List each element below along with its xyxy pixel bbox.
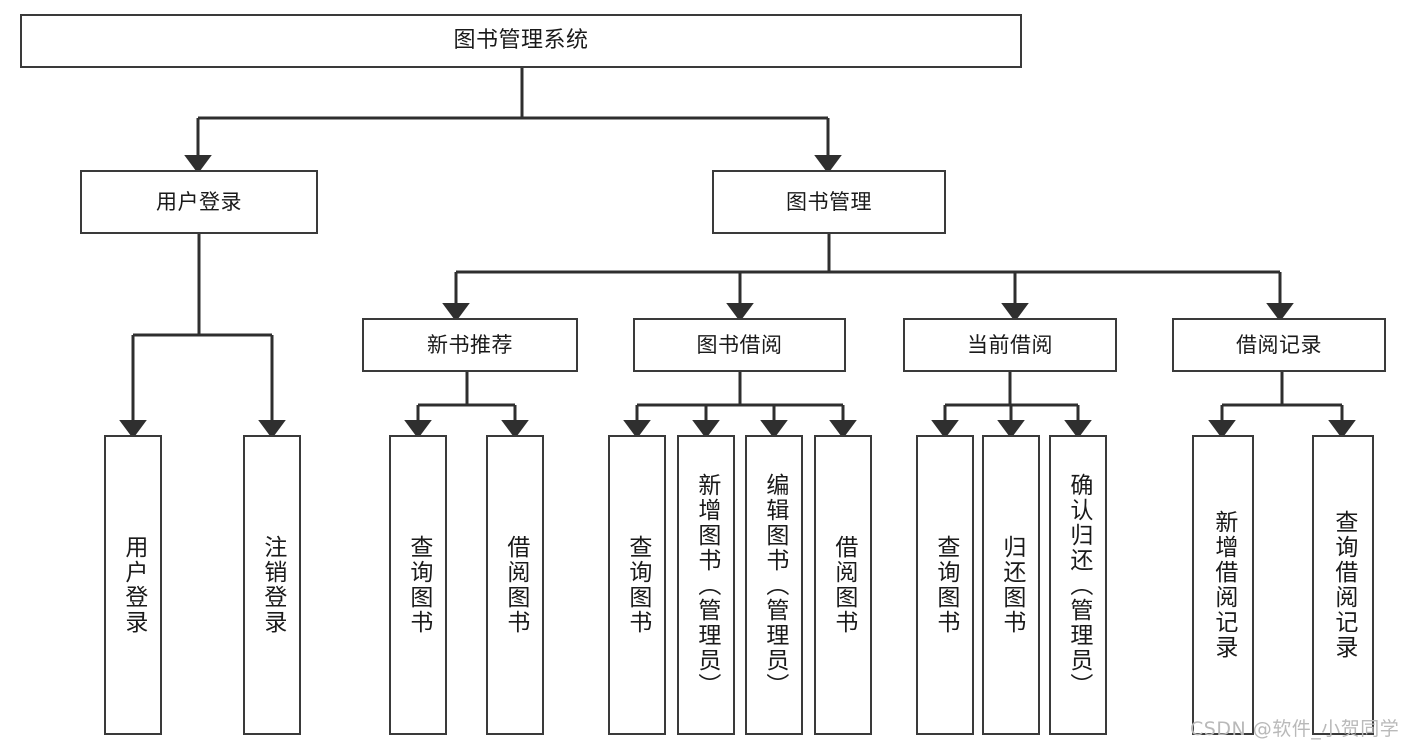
node-label: 查询图书 [932,535,959,635]
node-label: 图书管理 [786,189,872,214]
leaf-confirm-return-admin[interactable]: 确认归还（管理员） [1049,435,1107,735]
leaf-borrow-books-new[interactable]: 借阅图书 [486,435,544,735]
watermark-text: CSDN @软件_小贺同学 [1190,718,1400,740]
leaf-add-borrow-record[interactable]: 新增借阅记录 [1192,435,1254,735]
leaf-query-books-borrow[interactable]: 查询图书 [608,435,666,735]
node-label: 查询图书 [405,535,432,635]
node-root-system[interactable]: 图书管理系统 [20,14,1022,68]
node-label: 用户登录 [120,535,147,635]
node-label: 新书推荐 [427,332,513,357]
node-label: 图书管理系统 [453,28,589,53]
node-user-login[interactable]: 用户登录 [80,170,318,234]
leaf-logout[interactable]: 注销登录 [243,435,301,735]
node-label: 借阅图书 [502,535,529,635]
node-book-management[interactable]: 图书管理 [712,170,946,234]
node-label: 新增借阅记录 [1210,510,1237,660]
node-label: 确认归还（管理员） [1065,472,1092,698]
node-new-book-recommend[interactable]: 新书推荐 [362,318,578,372]
leaf-query-borrow-record[interactable]: 查询借阅记录 [1312,435,1374,735]
node-label: 编辑图书（管理员） [761,472,788,698]
node-label: 借阅图书 [830,535,857,635]
node-label: 归还图书 [998,535,1025,635]
node-label: 注销登录 [259,535,286,635]
node-label: 查询图书 [624,535,651,635]
node-label: 查询借阅记录 [1330,510,1357,660]
node-label: 用户登录 [156,189,242,214]
node-label: 借阅记录 [1236,332,1322,357]
node-current-borrow[interactable]: 当前借阅 [903,318,1117,372]
leaf-return-books[interactable]: 归还图书 [982,435,1040,735]
leaf-add-book-admin[interactable]: 新增图书（管理员） [677,435,735,735]
node-book-borrow[interactable]: 图书借阅 [633,318,846,372]
node-label: 图书借阅 [696,332,783,357]
leaf-edit-book-admin[interactable]: 编辑图书（管理员） [745,435,803,735]
leaf-user-login[interactable]: 用户登录 [104,435,162,735]
node-label: 新增图书（管理员） [693,472,720,698]
leaf-query-books-new[interactable]: 查询图书 [389,435,447,735]
leaf-borrow-books[interactable]: 借阅图书 [814,435,872,735]
node-label: 当前借阅 [967,332,1053,357]
node-borrow-records[interactable]: 借阅记录 [1172,318,1386,372]
leaf-query-books-current[interactable]: 查询图书 [916,435,974,735]
